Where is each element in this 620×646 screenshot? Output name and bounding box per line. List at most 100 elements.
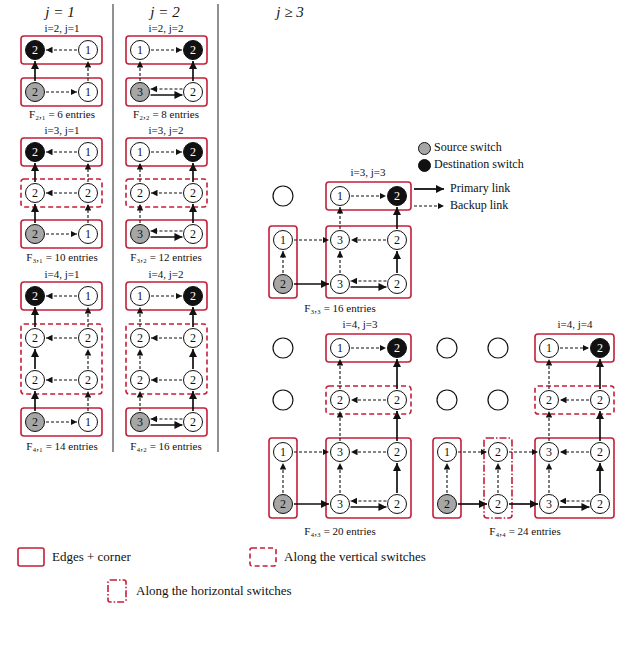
backup-link xyxy=(87,391,88,411)
backup-link xyxy=(339,411,340,441)
entry-number: 3 xyxy=(546,446,552,458)
legend-sample-box xyxy=(108,580,126,602)
entry-number: 2 xyxy=(394,498,400,510)
entry-number: 2 xyxy=(85,187,91,199)
entry-number: 3 xyxy=(137,228,143,240)
panel-title: i=2, j=1 xyxy=(44,22,79,34)
destination-switch: 2 xyxy=(387,186,407,206)
entry-count: F₄,₄ = 24 entries xyxy=(489,525,560,537)
switch-node: 1 xyxy=(78,142,98,162)
entry-number: 2 xyxy=(32,44,38,56)
switch-node: 2 xyxy=(183,224,203,244)
entry-number: 3 xyxy=(137,416,143,428)
switch-node: 3 xyxy=(330,230,350,250)
entry-number: 1 xyxy=(444,446,450,458)
entry-number: 2 xyxy=(394,278,400,290)
entry-number: 2 xyxy=(190,187,196,199)
primary-link xyxy=(396,207,398,229)
primary-link xyxy=(458,503,487,505)
switch-node: 1 xyxy=(330,186,350,206)
entry-number: 2 xyxy=(32,187,38,199)
backup-link xyxy=(351,280,387,281)
source-switch: 2 xyxy=(25,224,45,244)
vertical-group xyxy=(21,179,614,566)
backup-link xyxy=(548,411,549,441)
legend-text: Destination switch xyxy=(434,158,524,171)
edge-corner-box xyxy=(126,78,207,106)
switch-node: 1 xyxy=(330,338,350,358)
primary-link xyxy=(34,163,36,182)
switch-node: 2 xyxy=(387,274,407,294)
destination-switch: 2 xyxy=(387,338,407,358)
switch-node: 1 xyxy=(130,142,150,162)
primary-link xyxy=(396,463,398,493)
panel-title: i=3, j=3 xyxy=(350,166,385,178)
entry-number: 2 xyxy=(32,290,38,302)
backup-link xyxy=(151,151,182,152)
vertical-switch-box xyxy=(21,324,102,394)
switch-node: 2 xyxy=(25,328,45,348)
primary-link xyxy=(192,163,194,182)
entry-number: 3 xyxy=(337,498,343,510)
vertical-switch-box xyxy=(326,386,411,414)
primary-link xyxy=(192,391,194,411)
backup-link xyxy=(351,399,386,400)
panel-title: i=4, j=2 xyxy=(148,268,183,280)
edge-corner-box xyxy=(535,334,614,362)
edge-corner-box xyxy=(126,36,207,64)
primary-link xyxy=(396,411,398,441)
switch-node: 2 xyxy=(183,370,203,390)
backup-link xyxy=(87,163,88,182)
entry-number: 2 xyxy=(190,44,196,56)
edge-corner-box xyxy=(326,438,411,518)
switch-node: 2 xyxy=(488,442,508,462)
backup-link xyxy=(87,307,88,327)
entry-number: 1 xyxy=(337,190,343,202)
switch-node: 1 xyxy=(539,338,559,358)
vertical-switch-box xyxy=(126,179,207,207)
primary-link xyxy=(560,506,590,508)
switch-node: 2 xyxy=(183,328,203,348)
switch-node: 2 xyxy=(590,390,610,410)
primary-link xyxy=(34,307,36,327)
source-switch: 2 xyxy=(437,494,457,514)
entry-number: 3 xyxy=(546,498,552,510)
entry-number: 2 xyxy=(280,498,286,510)
entry-number: 2 xyxy=(495,446,501,458)
idle-switch xyxy=(437,390,457,410)
entry-number: 2 xyxy=(32,374,38,386)
entry-number: 1 xyxy=(137,146,143,158)
switch-node: 1 xyxy=(78,286,98,306)
backup-link xyxy=(351,195,386,196)
entry-number: 1 xyxy=(85,416,91,428)
switch-node: 2 xyxy=(130,183,150,203)
edge-corner-box xyxy=(21,138,102,166)
entry-number: 2 xyxy=(190,228,196,240)
entry-number: 2 xyxy=(85,374,91,386)
switch-node: 2 xyxy=(183,412,203,432)
entry-number: 3 xyxy=(337,234,343,246)
backup-link xyxy=(46,192,77,193)
entry-count: F₂,₁ = 6 entries xyxy=(29,108,95,120)
backup-link xyxy=(139,204,140,223)
column-header: j = 1 xyxy=(45,4,74,21)
switch-node: 2 xyxy=(78,183,98,203)
vertical-switch-box xyxy=(126,324,207,394)
legend-text: Backup link xyxy=(450,199,508,212)
panel-title: i=3, j=1 xyxy=(44,124,79,136)
backup-link xyxy=(151,88,183,89)
edge-corner-box xyxy=(21,282,102,310)
switch-node: 2 xyxy=(330,390,350,410)
source-switch: 3 xyxy=(130,412,150,432)
column-header: j ≥ 3 xyxy=(276,4,303,21)
edge-corner-box xyxy=(326,334,411,362)
legend-text: Along the vertical switches xyxy=(284,550,426,564)
entry-number: 2 xyxy=(597,342,603,354)
switch-node: 2 xyxy=(183,183,203,203)
edge-corner-box xyxy=(126,220,207,248)
backup-link xyxy=(548,359,549,389)
backup-link xyxy=(151,295,182,296)
switch-node: 1 xyxy=(78,224,98,244)
entry-number: 1 xyxy=(137,44,143,56)
entry-number: 2 xyxy=(394,394,400,406)
